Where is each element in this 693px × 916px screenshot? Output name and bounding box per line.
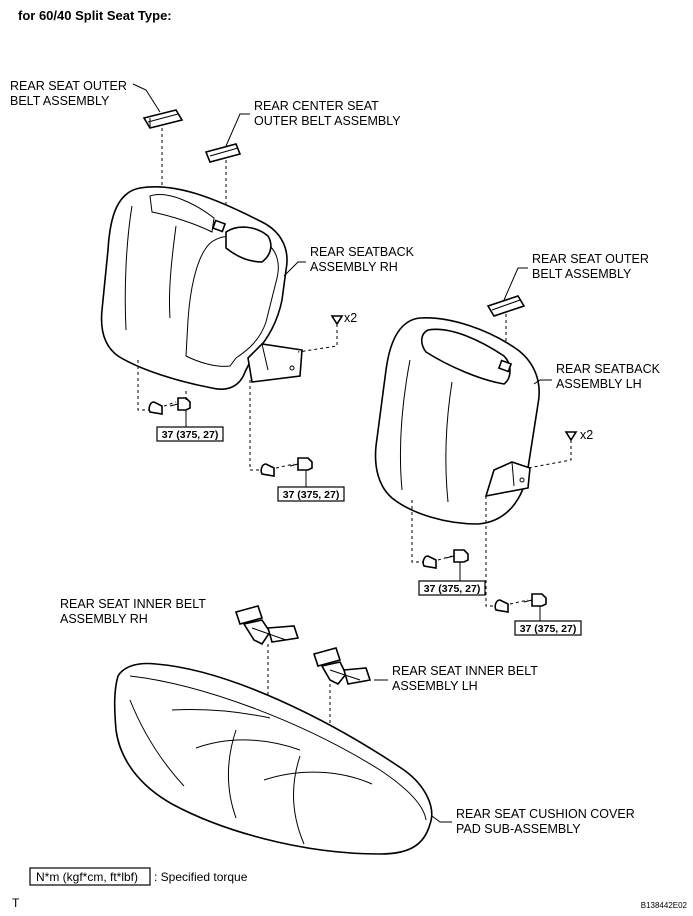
unit-text: N*m (kgf*cm, ft*lbf) [36, 870, 138, 884]
rear-seat-inner-belt-lh [312, 647, 372, 758]
label-outer-belt-rh: REAR SEAT OUTER BELT ASSEMBLY [10, 79, 161, 113]
outer-belt-rh-l1-text: REAR SEAT OUTER [10, 79, 127, 93]
cushion-l1-text: REAR SEAT CUSHION COVER [456, 807, 635, 821]
seatback-lh-l1-text: REAR SEATBACK [556, 362, 661, 376]
t1-text: 37 (375, 27) [162, 429, 219, 441]
rh-bracket-bolt [249, 380, 313, 477]
seatback-lh-l2-text: ASSEMBLY LH [556, 377, 642, 391]
outer-belt-lh-l1-text: REAR SEAT OUTER [532, 252, 649, 266]
label-seatback-lh: REAR SEATBACK ASSEMBLY LH [533, 362, 661, 391]
label-inner-belt-lh: REAR SEAT INNER BELT ASSEMBLY LH [374, 664, 538, 693]
torque-legend: N*m (kgf*cm, ft*lbf) : Specified torque [29, 867, 248, 886]
torque-box-1: 37 (375, 27) [156, 410, 224, 442]
torque-box-3: 37 (375, 27) [418, 562, 486, 596]
lh-bracket-bolt [485, 496, 547, 613]
t4-text: 37 (375, 27) [520, 623, 577, 635]
rh-seatback-bolt-1 [137, 360, 191, 415]
rear-seatback-rh [100, 185, 303, 390]
torque-box-4: 37 (375, 27) [514, 606, 582, 636]
inner-belt-lh-l1-text: REAR SEAT INNER BELT [392, 664, 538, 678]
label-cushion: REAR SEAT CUSHION COVER PAD SUB-ASSEMBLY [431, 807, 635, 836]
label-center-belt: REAR CENTER SEAT OUTER BELT ASSEMBLY [225, 99, 401, 147]
outer-belt-lh-l2-text: BELT ASSEMBLY [532, 267, 632, 281]
inner-belt-rh-l1-text: REAR SEAT INNER BELT [60, 597, 206, 611]
seatback-rh-l2-text: ASSEMBLY RH [310, 260, 398, 274]
qty-rh-text: x2 [344, 311, 357, 325]
outer-belt-rh-l2-text: BELT ASSEMBLY [10, 94, 110, 108]
rear-seat-cushion-cover-pad [113, 662, 433, 855]
diagram-title: for 60/40 Split Seat Type: [18, 8, 172, 23]
t2-text: 37 (375, 27) [283, 489, 340, 501]
lh-seatback-bolt-1 [411, 500, 469, 569]
center-belt-l2-text: OUTER BELT ASSEMBLY [254, 114, 401, 128]
torque-box-2: 37 (375, 27) [277, 470, 345, 502]
label-outer-belt-lh: REAR SEAT OUTER BELT ASSEMBLY [503, 252, 649, 301]
clip-rh: x2 [297, 311, 357, 353]
clip-lh: x2 [527, 428, 593, 469]
figure-code: B138442E02 [641, 901, 688, 910]
rear-seatback-lh [374, 317, 540, 525]
text-text: : Specified torque [154, 870, 248, 884]
rear-seat-outer-belt-rh [142, 109, 184, 185]
rear-seat-outer-belt-lh [486, 295, 526, 358]
cushion-l2-text: PAD SUB-ASSEMBLY [456, 822, 581, 836]
corner-mark: T [12, 896, 20, 910]
rear-seat-inner-belt-rh [234, 605, 300, 716]
label-inner-belt-rh: REAR SEAT INNER BELT ASSEMBLY RH [60, 597, 206, 626]
t3-text: 37 (375, 27) [424, 583, 481, 595]
center-belt-l1-text: REAR CENTER SEAT [254, 99, 379, 113]
qty-lh-text: x2 [580, 428, 593, 442]
inner-belt-lh-l2-text: ASSEMBLY LH [392, 679, 478, 693]
seatback-rh-l1-text: REAR SEATBACK [310, 245, 415, 259]
inner-belt-rh-l2-text: ASSEMBLY RH [60, 612, 148, 626]
label-seatback-rh: REAR SEATBACK ASSEMBLY RH [283, 245, 415, 277]
